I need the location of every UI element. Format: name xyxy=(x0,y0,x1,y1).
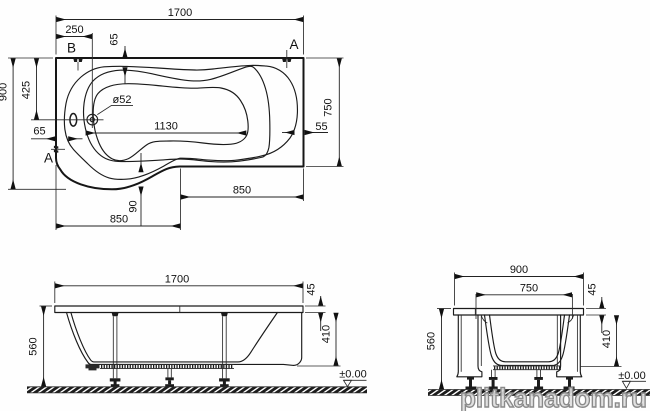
foot-block-40 xyxy=(165,384,174,388)
foot-block-57 xyxy=(465,386,477,391)
foot-block-70 xyxy=(488,377,498,380)
shape-54 xyxy=(456,314,483,378)
front-dim-1700-text: 1700 xyxy=(165,273,189,285)
foot-block-78 xyxy=(428,389,650,396)
foot-block-38 xyxy=(165,377,174,381)
side-dim-45-text: 45 xyxy=(587,283,599,295)
shape-30 xyxy=(220,312,228,317)
foot-block-35 xyxy=(220,384,229,388)
shape-52 xyxy=(342,379,353,388)
side-rim-arc-right xyxy=(567,315,574,324)
plan-dim-55-text: 55 xyxy=(315,121,327,133)
foot-block-29 xyxy=(110,384,120,388)
shape-60 xyxy=(556,314,583,378)
front-drain-trap xyxy=(85,364,100,371)
foot-block-76 xyxy=(537,379,540,387)
front-rim-bar xyxy=(54,305,304,314)
plan-dim-250-text: 250 xyxy=(65,24,83,36)
plan-dim-90-text: 90 xyxy=(128,200,140,212)
plan-rim-inner-contour xyxy=(63,64,298,180)
plan-dim-850l-text: 850 xyxy=(110,214,128,226)
plan-marker-b-notch xyxy=(73,58,83,62)
front-right-skirt xyxy=(293,311,303,366)
plan-basin-contour xyxy=(82,65,271,163)
side-ground xyxy=(428,389,650,396)
side-dim-900-text: 900 xyxy=(510,264,528,276)
plan-dim-1130-text: 1130 xyxy=(154,121,178,133)
foot-block-63 xyxy=(563,386,575,391)
side-foot-middle-right xyxy=(534,369,544,391)
foot-block-58 xyxy=(467,377,474,380)
foot-block-77 xyxy=(534,386,544,391)
foot-block-72 xyxy=(488,386,498,391)
front-ground xyxy=(27,386,367,394)
plan-view: 1700 250 65 B A A 900 425 65 ø52 1130 55 xyxy=(0,7,344,230)
watermark-text: plitkanadom.ru xyxy=(460,383,647,411)
foot-block-34 xyxy=(222,381,226,385)
side-level-symbol: ±0.00 xyxy=(618,370,646,390)
side-rim-arc-left xyxy=(480,315,488,324)
plan-marker-a-top-notch xyxy=(282,58,292,62)
plan-drain-dia-text: ø52 xyxy=(113,94,132,106)
front-leg-left xyxy=(109,312,121,388)
foot-block-64 xyxy=(566,377,573,380)
plan-dim-750-text: 750 xyxy=(323,98,335,116)
plan-marker-b-label: B xyxy=(67,41,76,56)
foot-block-39 xyxy=(168,380,172,385)
side-left-frame xyxy=(456,314,483,391)
plan-drain-leader xyxy=(97,104,133,115)
plan-dim-850r-text: 850 xyxy=(233,185,251,197)
side-level-text: ±0.00 xyxy=(618,370,645,382)
side-foot-middle-left xyxy=(488,369,498,391)
side-shell-outline xyxy=(483,314,571,367)
front-dim-410-text: 410 xyxy=(321,325,333,343)
front-level-text: ±0.00 xyxy=(339,369,366,381)
foot-block-65 xyxy=(568,379,571,387)
front-inner-wall xyxy=(70,311,278,363)
foot-block-71 xyxy=(491,379,495,387)
side-dim-560-text: 560 xyxy=(426,332,438,350)
side-dim-750-text: 750 xyxy=(520,282,538,294)
plan-dim-65-top-text: 65 xyxy=(109,33,121,45)
front-shell-outline xyxy=(65,311,295,366)
plan-marker-a-left-notch xyxy=(53,145,59,153)
foot-block-41 xyxy=(27,386,367,393)
plan-dim-65-left-text: 65 xyxy=(33,126,45,138)
plan-tub-outer-outline xyxy=(55,57,305,191)
side-right-frame xyxy=(556,314,583,391)
foot-block-27 xyxy=(109,378,121,382)
front-dim-560-text: 560 xyxy=(28,337,40,355)
foot-block-33 xyxy=(219,378,230,382)
foot-block-59 xyxy=(469,379,472,387)
plan-dim-1700-text: 1700 xyxy=(168,7,192,19)
front-level-symbol: ±0.00 xyxy=(339,369,367,388)
side-dim-410-text: 410 xyxy=(601,330,613,348)
plan-marker-a-left-label: A xyxy=(44,151,53,166)
shape-24 xyxy=(111,312,119,317)
foot-block-75 xyxy=(534,377,543,380)
foot-block-28 xyxy=(113,381,117,385)
plan-dim-900-text: 900 xyxy=(0,83,10,101)
front-view: 1700 45 410 560 ±0.00 xyxy=(27,273,367,394)
side-inner-wall xyxy=(488,314,566,363)
side-rim-bar xyxy=(452,307,585,316)
front-dim-45-text: 45 xyxy=(306,283,318,295)
front-foot-middle xyxy=(165,368,174,388)
plan-dim-425-text: 425 xyxy=(21,81,33,99)
front-leg-right xyxy=(219,312,230,388)
plan-marker-a-top-label: A xyxy=(289,37,298,52)
side-view: 900 750 45 410 560 ±0.00 xyxy=(426,264,650,396)
